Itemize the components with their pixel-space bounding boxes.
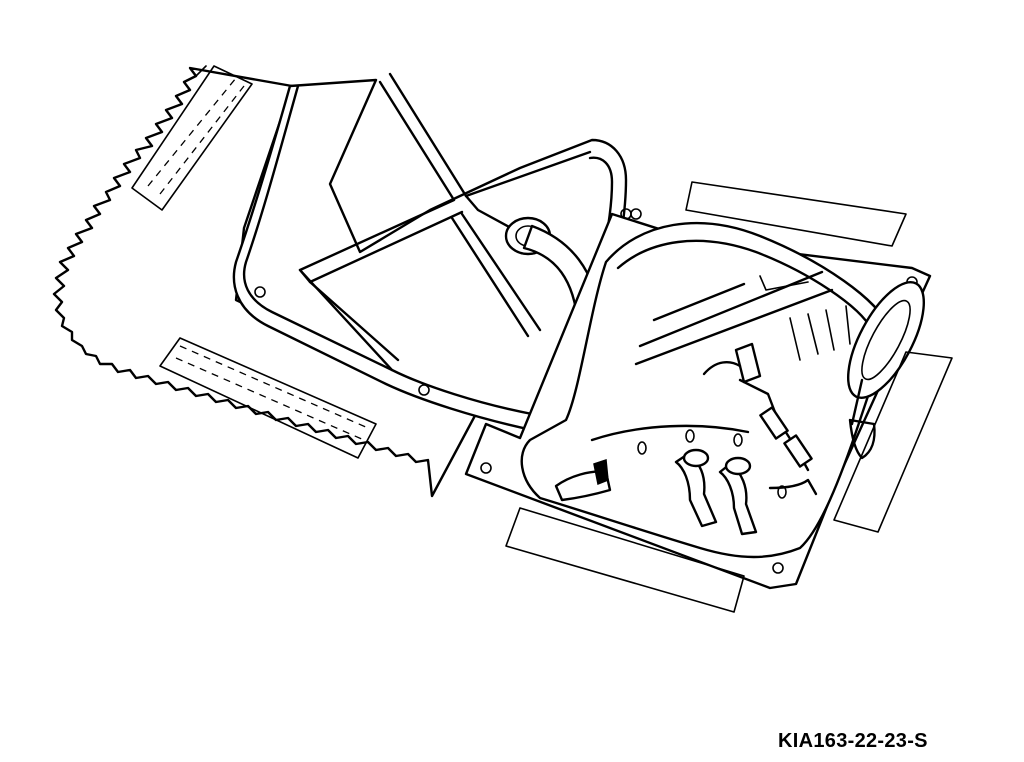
connectors: [554, 342, 818, 536]
figure-reference-code: KIA163-22-23-S: [778, 730, 928, 752]
carpet-lower-label: [159, 337, 377, 459]
label-areas: [505, 181, 953, 613]
access-panel: [232, 72, 632, 433]
floor-carpet: [52, 65, 480, 498]
carpet-upper-label: [131, 65, 253, 211]
